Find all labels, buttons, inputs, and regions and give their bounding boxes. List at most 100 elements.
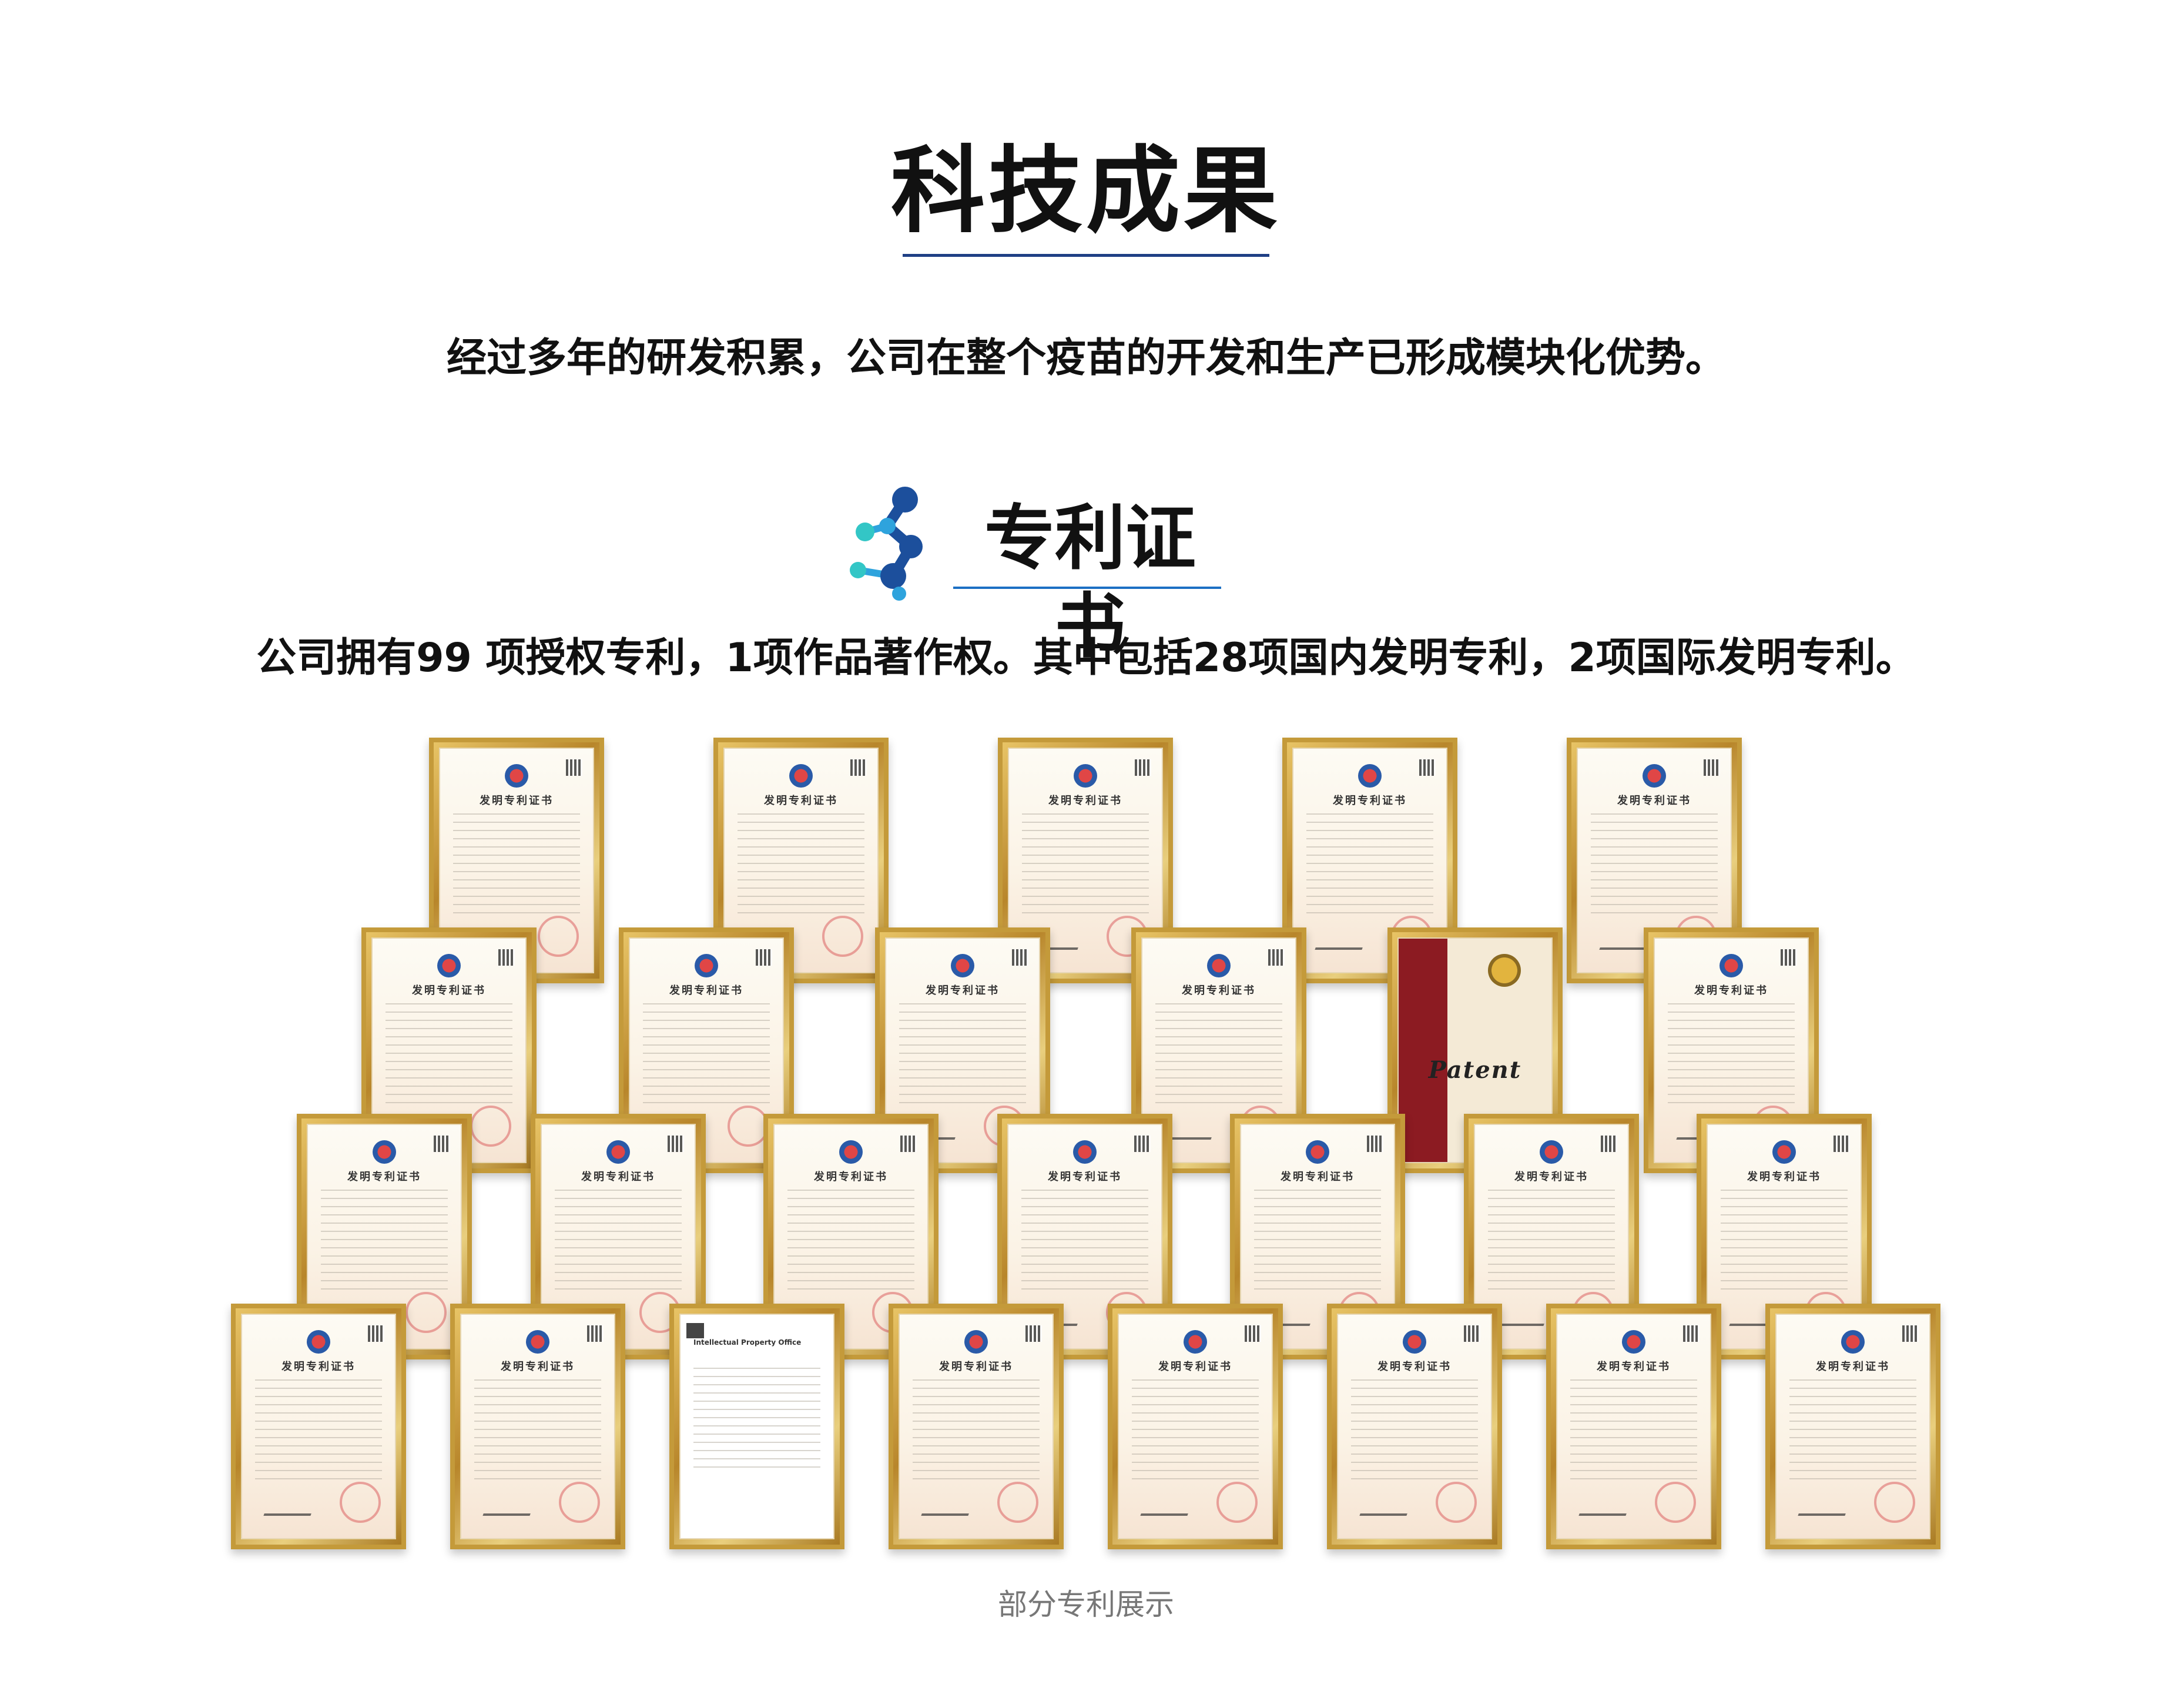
certificate-paper: 发明专利证书 bbox=[1707, 1124, 1862, 1349]
patent-emblem-icon bbox=[839, 1140, 863, 1164]
signature-mark bbox=[907, 1128, 959, 1140]
patent-certificate: 发明专利证书 bbox=[1567, 738, 1742, 983]
certificate-paper: 发明专利证书 bbox=[629, 937, 784, 1163]
certificate-text-lines bbox=[1306, 813, 1433, 913]
certificate-heading: 发明专利证书 bbox=[764, 795, 838, 807]
qr-code-icon bbox=[1135, 759, 1151, 776]
certificate-heading: 发明专利证书 bbox=[1514, 1171, 1588, 1183]
qr-code-icon bbox=[1781, 949, 1797, 966]
patent-certificate: 发明专利证书 bbox=[889, 1304, 1064, 1549]
page-title: 科技成果 bbox=[890, 136, 1281, 246]
certificate-paper: Patent bbox=[1397, 937, 1553, 1163]
certificate-heading: 发明专利证书 bbox=[1816, 1361, 1890, 1373]
signature-mark bbox=[482, 1504, 534, 1516]
patent-certificate: 发明专利证书 bbox=[1464, 1114, 1639, 1359]
qr-code-icon bbox=[1834, 1136, 1850, 1152]
signature-mark bbox=[651, 1128, 703, 1140]
patent-certificate: Patent bbox=[1387, 927, 1563, 1173]
certificate-paper: 发明专利证书 bbox=[1577, 748, 1732, 973]
section-title: 专利证书 bbox=[984, 498, 1196, 668]
qr-code-icon bbox=[1012, 949, 1028, 966]
certificate-paper: 发明专利证书 bbox=[241, 1314, 396, 1539]
red-seal-icon bbox=[639, 1292, 681, 1333]
certificate-text-lines bbox=[1155, 1003, 1282, 1103]
certificate-text-lines bbox=[255, 1379, 382, 1479]
qr-code-icon bbox=[756, 949, 772, 966]
red-seal-icon bbox=[1805, 1292, 1846, 1333]
certificate-paper: 发明专利证书 bbox=[885, 937, 1040, 1163]
red-seal-icon bbox=[1655, 1482, 1696, 1523]
certificate-paper: 发明专利证书 bbox=[1337, 1314, 1492, 1539]
qr-code-icon bbox=[1134, 1136, 1151, 1152]
certificate-heading: 发明专利证书 bbox=[581, 1171, 655, 1183]
patent-emblem-icon bbox=[1403, 1330, 1426, 1354]
certificate-heading: 发明专利证书 bbox=[347, 1171, 421, 1183]
signature-mark bbox=[1496, 1314, 1548, 1326]
qr-code-icon bbox=[1268, 949, 1285, 966]
certificate-text-lines bbox=[386, 1003, 512, 1103]
patent-emblem-icon bbox=[1207, 954, 1231, 977]
certificate-heading: 发明专利证书 bbox=[1182, 984, 1256, 997]
qr-code-icon bbox=[498, 949, 515, 966]
patent-certificate: 发明专利证书 bbox=[997, 1114, 1172, 1359]
patent-certificate: 发明专利证书 bbox=[429, 738, 604, 983]
red-seal-icon bbox=[997, 1482, 1038, 1523]
certificate-text-lines bbox=[1570, 1379, 1697, 1479]
certificate-text-lines bbox=[913, 1379, 1040, 1479]
certificate-heading: 发明专利证书 bbox=[1617, 795, 1691, 807]
red-seal-icon bbox=[728, 1106, 769, 1147]
red-seal-icon bbox=[1107, 916, 1148, 957]
certificate-heading: 发明专利证书 bbox=[1597, 1361, 1671, 1373]
patent-certificate: 发明专利证书 bbox=[361, 927, 537, 1173]
red-seal-icon bbox=[1106, 1292, 1147, 1333]
patent-emblem-icon bbox=[437, 954, 461, 977]
certificate-heading: 发明专利证书 bbox=[501, 1361, 575, 1373]
patent-certificate: 发明专利证书 bbox=[1765, 1304, 1940, 1549]
certificate-paper: 发明专利证书 bbox=[1474, 1124, 1629, 1349]
certificate-text-lines bbox=[1132, 1379, 1259, 1479]
signature-mark bbox=[263, 1504, 315, 1516]
section-underline bbox=[953, 587, 1221, 589]
certificate-heading: 发明专利证书 bbox=[1333, 795, 1407, 807]
qr-code-icon bbox=[1601, 1136, 1617, 1152]
signature-mark bbox=[1262, 1314, 1314, 1326]
patent-emblem-icon bbox=[789, 764, 813, 788]
certificate-heading: 发明专利证书 bbox=[1048, 795, 1122, 807]
signature-mark bbox=[1798, 1504, 1849, 1516]
certificate-text-lines bbox=[693, 1368, 820, 1468]
patent-emblem-icon bbox=[307, 1330, 330, 1354]
red-seal-icon bbox=[405, 1292, 447, 1333]
red-seal-icon bbox=[470, 1106, 511, 1147]
certificate-text-lines bbox=[1021, 1190, 1148, 1290]
signature-mark bbox=[1578, 1504, 1630, 1516]
title-underline bbox=[903, 254, 1269, 257]
certificate-text-lines bbox=[1591, 813, 1718, 913]
certificate-text-lines bbox=[738, 813, 864, 913]
red-seal-icon bbox=[340, 1482, 381, 1523]
signature-mark bbox=[1676, 1128, 1728, 1140]
certificate-paper: 发明专利证书 bbox=[307, 1124, 462, 1349]
signature-mark bbox=[796, 1314, 847, 1326]
patent-emblem-icon bbox=[1540, 1140, 1563, 1164]
patent-certificate: 发明专利证书 bbox=[1644, 927, 1819, 1173]
certificate-heading: 发明专利证书 bbox=[281, 1361, 356, 1373]
qr-code-icon bbox=[850, 759, 867, 776]
patent-emblem-icon bbox=[951, 954, 974, 977]
patent-emblem-icon bbox=[1074, 764, 1097, 788]
red-seal-icon bbox=[1240, 1106, 1281, 1147]
patent-emblem-icon bbox=[964, 1330, 988, 1354]
signature-mark bbox=[1030, 938, 1082, 950]
certificate-paper: 发明专利证书 bbox=[371, 937, 527, 1163]
qr-code-icon bbox=[1902, 1325, 1919, 1342]
certificate-paper: 发明专利证书 bbox=[1008, 748, 1163, 973]
certificate-text-lines bbox=[1721, 1190, 1848, 1290]
molecule-logo-icon bbox=[850, 487, 923, 601]
certificate-text-lines bbox=[1488, 1190, 1615, 1290]
qr-code-icon bbox=[668, 1136, 684, 1152]
certificate-heading: 发明专利证书 bbox=[480, 795, 554, 807]
patent-emblem-icon bbox=[695, 954, 718, 977]
patent-certificate: 发明专利证书 bbox=[231, 1304, 406, 1549]
patent-certificate: 发明专利证书 bbox=[619, 927, 794, 1173]
patent-certificate: 发明专利证书 bbox=[1546, 1304, 1721, 1549]
signature-mark bbox=[394, 1128, 445, 1140]
